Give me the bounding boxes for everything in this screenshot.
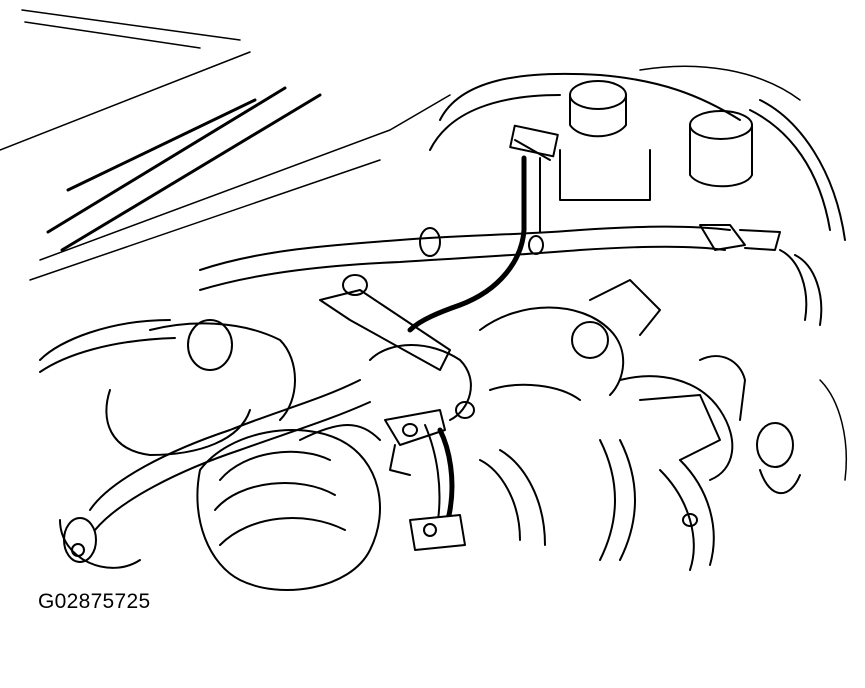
figure-id-label: G02875725 [38,590,151,613]
intake-duct [196,424,381,591]
hoses [199,224,781,291]
upper-connector [407,124,559,333]
hood-edge-lines [0,9,451,281]
lower-bracket [384,409,466,551]
master-cylinder-area [429,65,846,241]
right-components [479,249,848,571]
left-components [39,319,371,569]
throttle-body-area [319,274,661,421]
